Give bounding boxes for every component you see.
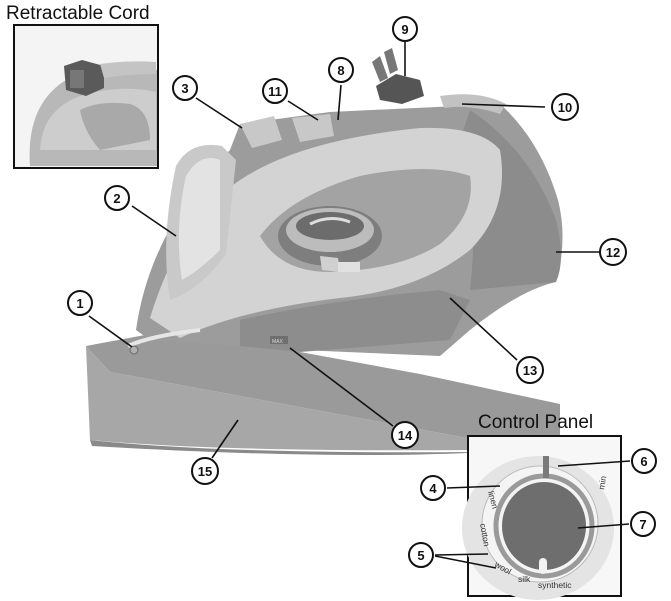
callout-14: 14 bbox=[391, 421, 419, 449]
control-panel-inset: linen cotton wool silk synthetic min bbox=[462, 435, 622, 600]
svg-text:10: 10 bbox=[558, 100, 572, 115]
dial-label-silk: silk bbox=[518, 574, 531, 584]
callout-13: 13 bbox=[516, 356, 544, 384]
callout-15: 15 bbox=[191, 457, 219, 485]
callout-12: 12 bbox=[599, 238, 627, 266]
callout-7: 7 bbox=[630, 511, 656, 537]
svg-text:15: 15 bbox=[198, 464, 212, 479]
soleplate bbox=[86, 334, 560, 440]
callout-10: 10 bbox=[551, 93, 579, 121]
svg-text:4: 4 bbox=[429, 481, 437, 496]
svg-text:12: 12 bbox=[606, 245, 620, 260]
max-fill-label: MAX bbox=[272, 339, 284, 345]
control-panel-heading: Control Panel bbox=[478, 412, 593, 433]
dial-label-cotton: cotton bbox=[478, 523, 492, 548]
svg-text:8: 8 bbox=[337, 63, 344, 78]
callout-4: 4 bbox=[420, 475, 446, 501]
dial-label-min: min bbox=[596, 475, 608, 490]
svg-text:2: 2 bbox=[113, 191, 120, 206]
svg-text:5: 5 bbox=[417, 548, 424, 563]
svg-text:9: 9 bbox=[401, 22, 408, 37]
callout-9: 9 bbox=[392, 16, 418, 42]
leader-lines bbox=[88, 42, 631, 569]
callout-6: 6 bbox=[631, 448, 657, 474]
retractable-cord-heading: Retractable Cord bbox=[6, 3, 150, 24]
iron-illustration: MAX bbox=[86, 48, 563, 455]
callout-11: 11 bbox=[262, 78, 288, 104]
svg-text:6: 6 bbox=[640, 454, 647, 469]
dial-label-linen: linen bbox=[486, 490, 500, 510]
iron-dial bbox=[278, 206, 382, 272]
svg-text:1: 1 bbox=[76, 296, 83, 311]
retractable-cord-inset bbox=[13, 24, 159, 169]
svg-text:11: 11 bbox=[268, 84, 282, 99]
svg-text:7: 7 bbox=[639, 517, 646, 532]
callout-2: 2 bbox=[104, 185, 130, 211]
svg-text:3: 3 bbox=[181, 81, 188, 96]
dial-label-synthetic: synthetic bbox=[538, 580, 572, 590]
callout-5: 5 bbox=[408, 542, 434, 568]
svg-text:13: 13 bbox=[523, 363, 537, 378]
callout-8: 8 bbox=[328, 57, 354, 83]
callout-1: 1 bbox=[67, 290, 93, 316]
callout-3: 3 bbox=[172, 75, 198, 101]
svg-text:14: 14 bbox=[398, 428, 413, 443]
